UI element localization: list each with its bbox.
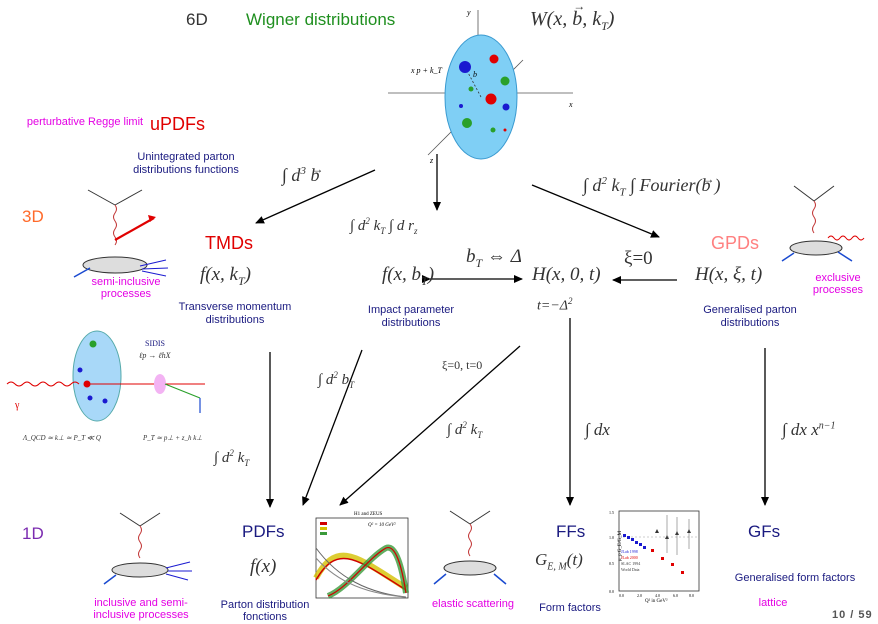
- svg-text:y: y: [466, 8, 471, 17]
- arrow-wigner-to-gpd: [531, 184, 660, 238]
- svg-text:Q² = 10 GeV²: Q² = 10 GeV²: [368, 522, 396, 528]
- updfs-desc-2: distributions functions: [133, 164, 239, 176]
- bt-delta-label: bT ⇔ Δ: [466, 246, 522, 270]
- tmds-title: TMDs: [205, 233, 253, 253]
- semi-inclusive-feynman: [73, 189, 169, 278]
- svg-text:6.0: 6.0: [673, 593, 678, 598]
- svg-text:JLab 1998: JLab 1998: [621, 549, 638, 554]
- integral-d2kt-mid: ∫ d2 kT: [447, 420, 483, 440]
- inclusive-label-2: inclusive processes: [93, 609, 189, 621]
- arrow-ipd-to-pdf: [302, 349, 363, 506]
- ff-plot: μ_p G_E/G_M Q² in GeV² JLab 1998 JLab 20…: [609, 510, 700, 604]
- exclusive-feynman: [781, 185, 865, 262]
- svg-text:ℓp → ℓhX: ℓp → ℓhX: [139, 351, 172, 360]
- svg-text:0.5: 0.5: [609, 561, 614, 566]
- integral-d2kt-left: ∫ d2 kT: [214, 448, 250, 468]
- svg-text:0.0: 0.0: [609, 589, 614, 594]
- tmd-desc-1: Transverse momentum: [178, 301, 292, 313]
- elastic-feynman: [433, 510, 507, 585]
- dim-3d-label: 3D: [22, 207, 44, 226]
- svg-text:P_T ≃ p⊥ + z_h k⊥: P_T ≃ p⊥ + z_h k⊥: [142, 434, 202, 442]
- svg-text:Q² in GeV²: Q² in GeV²: [645, 598, 668, 604]
- pdfs-desc-2: fonctions: [242, 611, 288, 623]
- svg-text:μ_p G_E/G_M: μ_p G_E/G_M: [618, 530, 623, 561]
- pdfs-desc-1: Parton distribution: [220, 599, 310, 611]
- ffs-title: FFs: [556, 522, 586, 541]
- dim-1d-label: 1D: [22, 524, 44, 543]
- gpd-formula: H(x, ξ, t): [695, 264, 763, 285]
- inclusive-feynman: [103, 512, 192, 585]
- semi-inclusive-label-2: processes: [100, 288, 152, 300]
- arrow-wigner-to-tmd: [255, 169, 376, 224]
- svg-text:H1 and ZEUS: H1 and ZEUS: [354, 512, 383, 517]
- svg-text:x: x: [568, 100, 573, 109]
- elastic-label: elastic scattering: [432, 598, 514, 610]
- ffs-desc: Form factors: [539, 602, 601, 614]
- ipd-formula: f(x, bT): [382, 264, 435, 288]
- integral-dx: ∫ dx: [585, 420, 610, 439]
- integral-d2kt-drz: ∫ d2 kT ∫ d rz: [350, 216, 418, 236]
- svg-text:γ: γ: [14, 400, 20, 411]
- gfs-desc: Generalised form factors: [734, 572, 856, 584]
- ffs-formula: GE, M(t): [535, 550, 583, 573]
- exclusive-label-2: processes: [812, 284, 864, 296]
- inclusive-label-1: inclusive and semi-: [94, 597, 188, 609]
- semi-inclusive-label-1: semi-inclusive: [91, 276, 161, 288]
- gpds-title: GPDs: [711, 233, 760, 253]
- updfs-desc-1: Unintegrated parton: [137, 151, 235, 163]
- tmd-desc-2: distributions: [205, 314, 265, 326]
- svg-text:b⃗: b⃗: [473, 70, 483, 79]
- page-number: 10 / 59: [832, 609, 873, 621]
- integral-d3b: ∫ d3 b→: [282, 162, 324, 185]
- svg-text:4.0: 4.0: [655, 593, 660, 598]
- svg-text:2.0: 2.0: [637, 593, 642, 598]
- ipd-desc-2: distributions: [381, 317, 441, 329]
- integral-d2bt: ∫ d2 bT: [318, 370, 355, 390]
- svg-text:x p + k_T: x p + k_T: [410, 66, 443, 75]
- wigner-title: Wigner distributions: [246, 10, 396, 29]
- t-relation: t=−Δ2: [537, 296, 573, 314]
- pdf-plot: H1 and ZEUS Q² = 10 GeV²: [313, 512, 409, 599]
- svg-text:Λ_QCD ≃ k⊥ ≃ P_T ≪ Q: Λ_QCD ≃ k⊥ ≃ P_T ≪ Q: [22, 434, 101, 442]
- integral-d2kt-fourier: ∫ d2 kT ∫ Fourier(b→): [583, 172, 721, 199]
- svg-text:1.5: 1.5: [609, 510, 614, 515]
- integral-dx-xn: ∫ dx xn−1: [782, 420, 836, 439]
- gpd-desc-1: Generalised parton: [703, 304, 797, 316]
- ipd-desc-1: Impact parameter: [367, 304, 455, 316]
- xi-zero-label: ξ=0: [624, 248, 653, 269]
- tmd-formula: f(x, kT): [200, 264, 251, 288]
- gpd-desc-2: distributions: [720, 317, 780, 329]
- svg-text:SLAC 1994: SLAC 1994: [621, 561, 640, 566]
- updfs-title: uPDFs: [150, 114, 206, 134]
- arrow-h-to-pdf: [339, 345, 521, 506]
- regge-label: perturbative Regge limit: [26, 116, 144, 128]
- wigner-figure: y x z x p + k_T b⃗: [388, 8, 573, 165]
- dim-6d-label: 6D: [186, 10, 208, 29]
- xi0-t0-label: ξ=0, t=0: [442, 358, 483, 372]
- svg-text:0.0: 0.0: [619, 593, 624, 598]
- svg-text:z: z: [429, 156, 434, 165]
- h-formula: H(x, 0, t): [532, 264, 601, 285]
- svg-text:JLab 2000: JLab 2000: [621, 555, 638, 560]
- svg-text:1.0: 1.0: [609, 535, 614, 540]
- wigner-formula: W(x, b→, kT): [530, 0, 615, 33]
- pdfs-title: PDFs: [242, 522, 285, 541]
- exclusive-label-1: exclusive: [815, 272, 861, 284]
- pdfs-formula: f(x): [250, 556, 277, 577]
- svg-text:SIDIS: SIDIS: [145, 339, 165, 348]
- svg-text:8.0: 8.0: [689, 593, 694, 598]
- svg-text:World Data: World Data: [621, 567, 640, 572]
- sidis-figure: SIDIS ℓp → ℓhX γ Λ_QCD ≃ k⊥ ≃ P_T ≪ Q P_…: [6, 330, 205, 442]
- lattice-label: lattice: [758, 597, 788, 609]
- gfs-title: GFs: [748, 522, 781, 541]
